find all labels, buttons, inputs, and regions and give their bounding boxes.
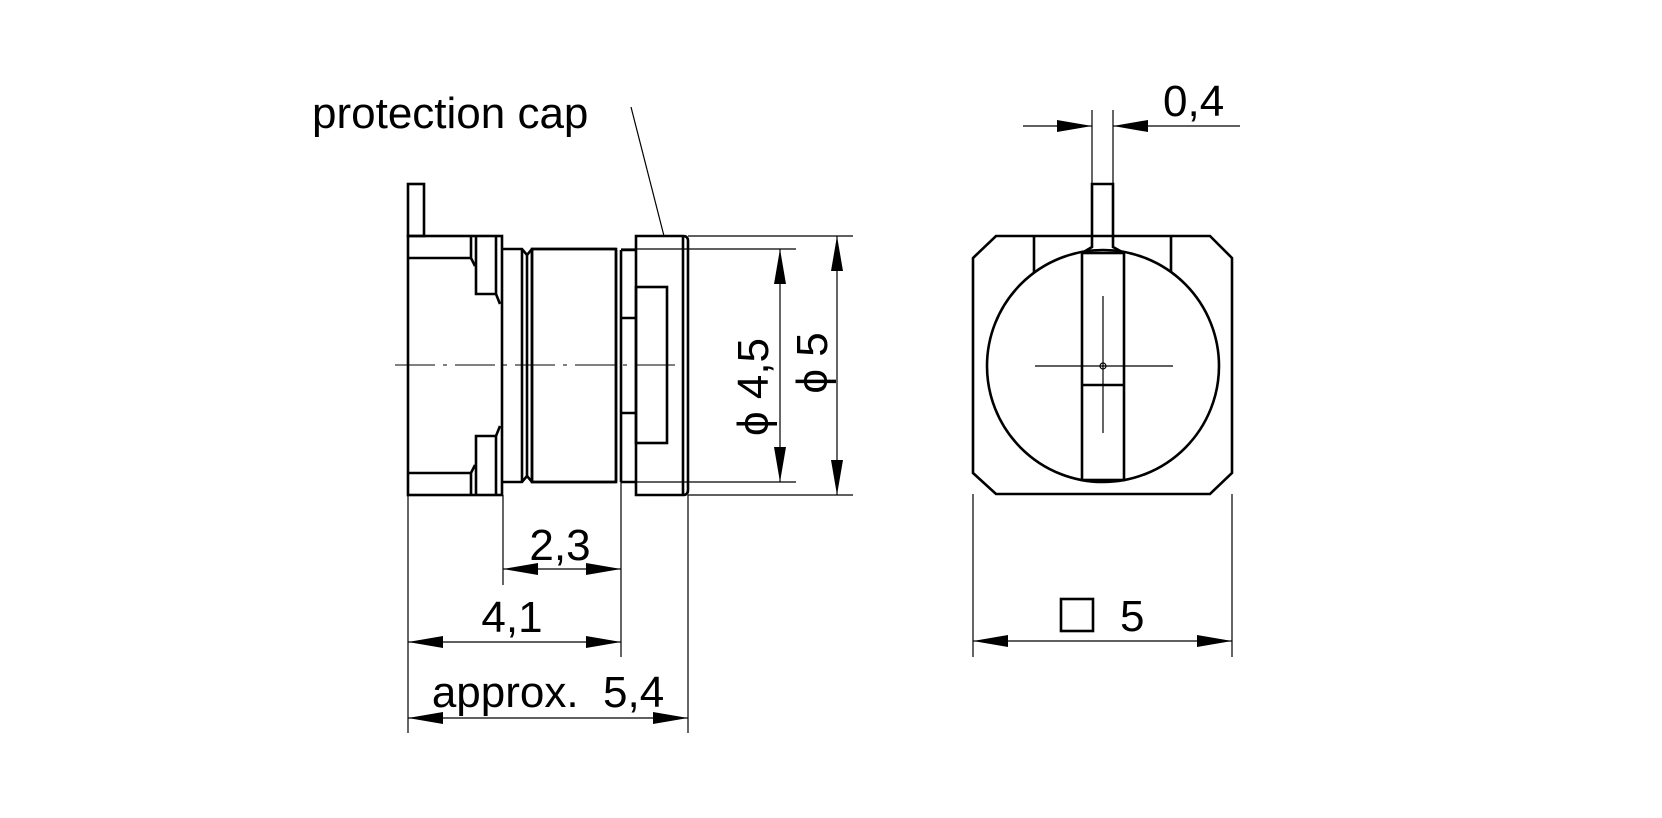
base-step-bottom bbox=[408, 425, 502, 495]
leader-line bbox=[630, 106, 665, 237]
center-point bbox=[1099, 362, 1107, 370]
arrowhead bbox=[586, 636, 621, 648]
arrowhead bbox=[408, 636, 443, 648]
diameter-outer-label: ϕ 5 bbox=[788, 332, 837, 393]
arrowhead bbox=[408, 712, 443, 724]
square-base bbox=[971, 234, 1234, 496]
diameter-dimensions: ϕ 4,5 ϕ 5 bbox=[621, 235, 853, 496]
base-inner-lines bbox=[1032, 236, 1173, 272]
arrowhead bbox=[774, 249, 786, 284]
length-body-label: 2,3 bbox=[529, 521, 590, 570]
arrowhead bbox=[973, 635, 1008, 647]
base-step-top bbox=[408, 236, 502, 305]
diameter-inner-label: ϕ 4,5 bbox=[729, 338, 778, 436]
side-view bbox=[395, 182, 690, 497]
cap-neck bbox=[614, 248, 636, 484]
arrowhead bbox=[1197, 635, 1232, 647]
square-size-label: 5 bbox=[1120, 592, 1144, 641]
protection-cap bbox=[634, 234, 690, 497]
length-total-label: approx. 5,4 bbox=[432, 668, 664, 717]
arrowhead bbox=[774, 447, 786, 482]
arrowhead bbox=[586, 563, 621, 575]
arrowhead bbox=[831, 236, 843, 271]
pin bbox=[1081, 182, 1125, 255]
cap-circle bbox=[985, 248, 1221, 484]
pin-width-dimension: 0,4 bbox=[1023, 77, 1240, 184]
arrowhead bbox=[1113, 120, 1148, 132]
protection-cap-label: protection cap bbox=[312, 89, 588, 138]
arrowhead bbox=[1057, 120, 1092, 132]
arrowhead bbox=[503, 563, 538, 575]
front-view bbox=[971, 182, 1234, 496]
arrowhead bbox=[653, 712, 688, 724]
pin-width-label: 0,4 bbox=[1163, 77, 1224, 126]
terminal-tab bbox=[406, 182, 426, 238]
length-dimensions: 2,3 4,1 approx. 5,4 bbox=[407, 482, 689, 733]
square-dimension: 5 bbox=[972, 494, 1233, 657]
length-to-cap-label: 4,1 bbox=[481, 593, 542, 642]
square-symbol-icon bbox=[1059, 597, 1095, 633]
arrowhead bbox=[831, 460, 843, 495]
